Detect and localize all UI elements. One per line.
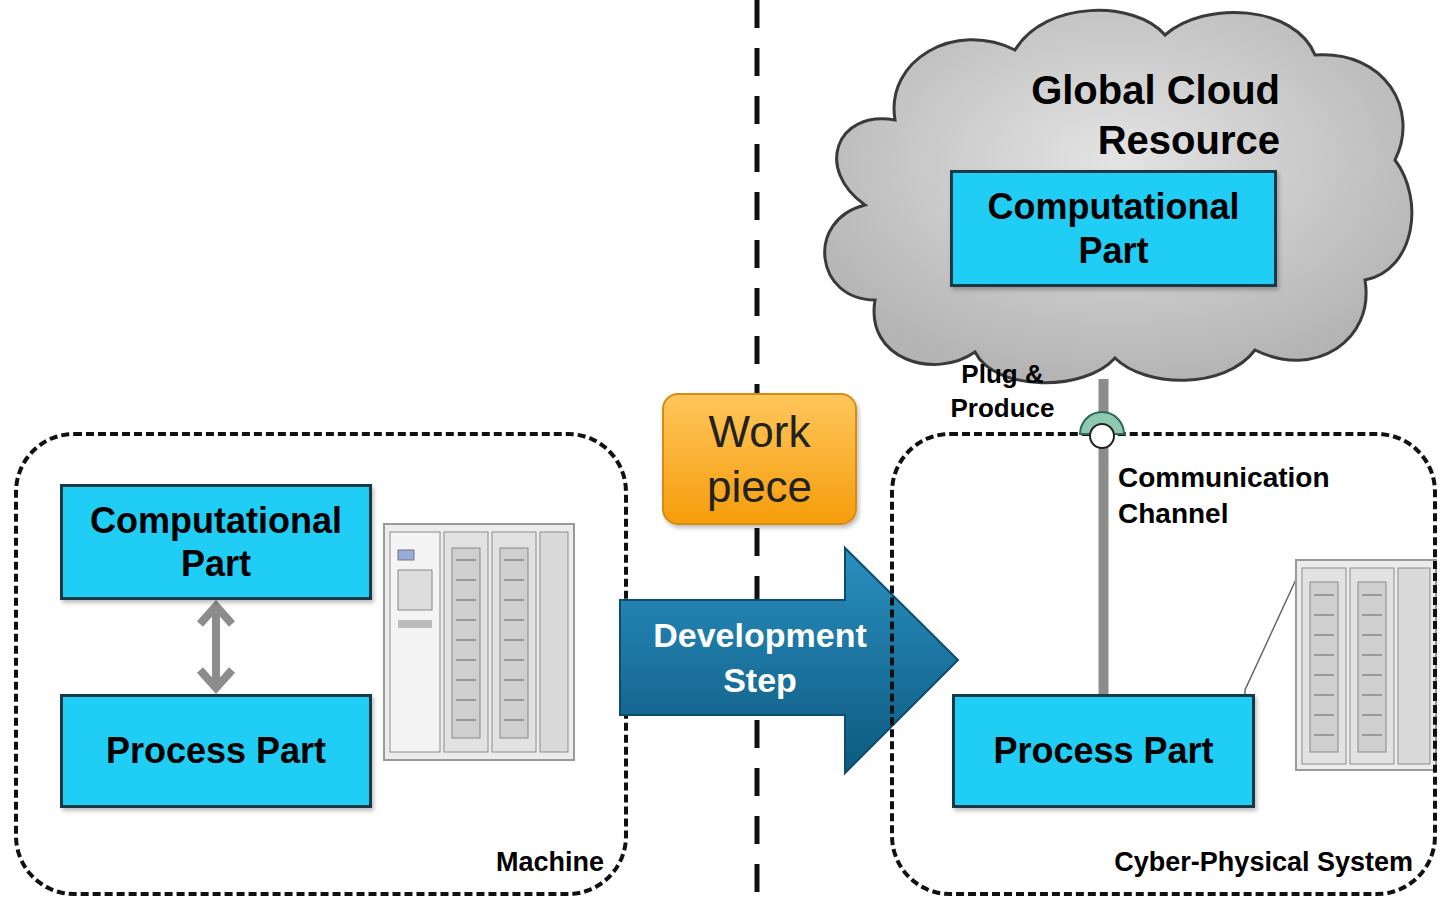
plc-illustration bbox=[384, 524, 574, 760]
arrow-label: Development Step bbox=[620, 613, 900, 701]
box-label: Process Part bbox=[993, 729, 1213, 772]
edge-label: Communication Channel bbox=[1118, 460, 1368, 533]
arrow-head bbox=[200, 606, 232, 624]
region-label: Cyber-Physical System bbox=[1114, 846, 1413, 878]
plc-illustration bbox=[1245, 560, 1436, 770]
label-area: Plug & Produce bbox=[935, 358, 1070, 426]
arrow-label-area: Development Step bbox=[620, 600, 900, 715]
plug-socket-symbol bbox=[1080, 412, 1124, 448]
plug-produce-label: Plug & Produce bbox=[935, 358, 1070, 426]
box-label: Computational Part bbox=[73, 499, 359, 585]
process-box: Process Part bbox=[952, 694, 1255, 808]
connector-line bbox=[212, 605, 220, 689]
edge-label-area: Communication Channel bbox=[1118, 460, 1368, 533]
computational-box: Computational Part bbox=[950, 170, 1277, 287]
arrow-head bbox=[200, 670, 232, 688]
workpiece-box: Work piece bbox=[662, 393, 857, 525]
cloud-shape: Global Cloud ResourceComputational Part bbox=[795, 0, 1420, 385]
development-arrow: Development Step bbox=[620, 548, 958, 773]
cloud-title: Global Cloud Resource bbox=[980, 65, 1280, 165]
connector-line bbox=[1099, 379, 1109, 694]
box-label: Process Part bbox=[106, 729, 326, 772]
connector bbox=[200, 605, 232, 689]
computational-box: Computational Part bbox=[60, 484, 372, 600]
region-label: Machine bbox=[496, 846, 604, 878]
workpiece-label: Work piece bbox=[674, 404, 845, 514]
connector bbox=[1103, 379, 1104, 694]
process-box: Process Part bbox=[60, 694, 372, 808]
box-label: Computational Part bbox=[963, 185, 1264, 271]
machine-region: Machine Computational PartProcess Part bbox=[14, 432, 628, 896]
